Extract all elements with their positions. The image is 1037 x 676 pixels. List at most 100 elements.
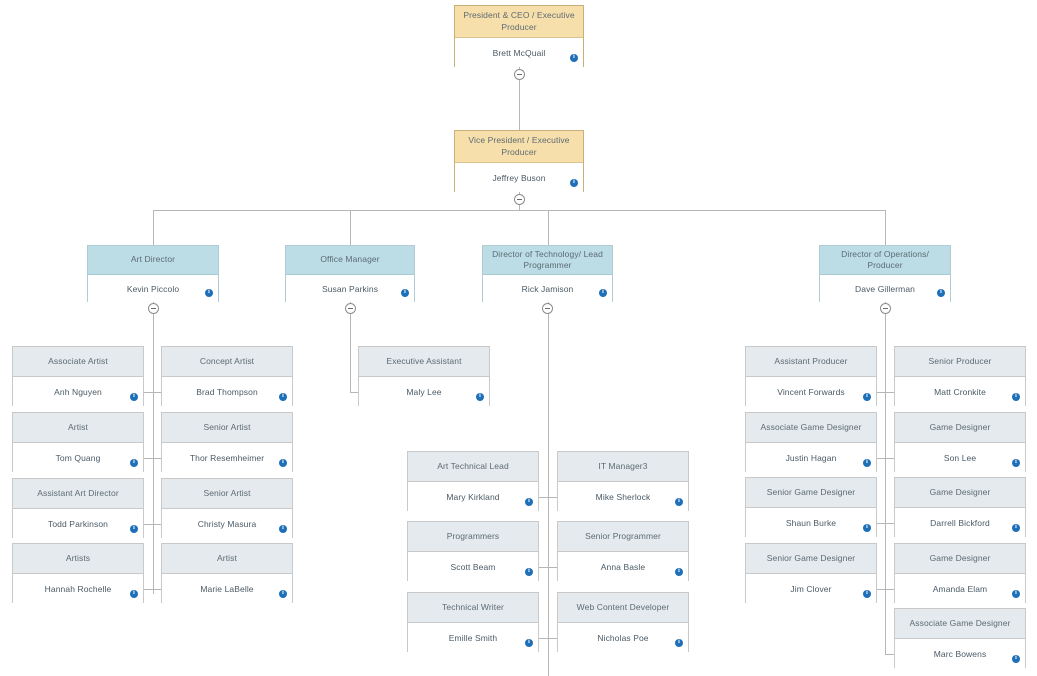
info-icon[interactable] — [675, 567, 683, 576]
connector-line — [548, 302, 549, 676]
collapse-toggle-minus-icon[interactable] — [148, 303, 159, 314]
info-icon[interactable] — [279, 524, 287, 533]
org-node-person: Mike Sherlock — [558, 482, 688, 511]
org-node-title: IT Manager3 — [558, 452, 688, 482]
info-icon[interactable] — [1012, 392, 1020, 401]
org-node-title: Office Manager — [286, 246, 414, 275]
org-node-title: Vice President / Executive Producer — [455, 131, 583, 163]
collapse-toggle-minus-icon[interactable] — [542, 303, 553, 314]
org-node-person: Nicholas Poe — [558, 623, 688, 652]
connector-line — [877, 523, 886, 524]
info-icon[interactable] — [1012, 458, 1020, 467]
collapse-toggle-minus-icon[interactable] — [514, 69, 525, 80]
info-icon[interactable] — [937, 288, 945, 297]
info-icon[interactable] — [130, 524, 138, 533]
org-node-person: Todd Parkinson — [13, 509, 143, 538]
info-icon[interactable] — [525, 638, 533, 647]
connector-line — [877, 589, 886, 590]
org-node-title: Art Director — [88, 246, 218, 275]
collapse-toggle-minus-icon[interactable] — [514, 194, 525, 205]
info-icon[interactable] — [279, 589, 287, 598]
info-icon[interactable] — [863, 523, 871, 532]
org-node-title: Assistant Producer — [746, 347, 876, 377]
org-node-person: Maly Lee — [359, 377, 489, 406]
info-icon[interactable] — [401, 288, 409, 297]
org-node-title: Game Designer — [895, 478, 1025, 508]
org-node-title: Associate Game Designer — [746, 413, 876, 443]
connector-line — [539, 497, 549, 498]
org-node-person: Justin Hagan — [746, 443, 876, 472]
info-icon[interactable] — [525, 497, 533, 506]
org-node-title: Programmers — [408, 522, 538, 552]
info-icon[interactable] — [863, 589, 871, 598]
info-icon[interactable] — [130, 458, 138, 467]
info-icon[interactable] — [130, 589, 138, 598]
info-icon[interactable] — [1012, 654, 1020, 663]
info-icon[interactable] — [1012, 523, 1020, 532]
org-node-title: Artist — [162, 544, 292, 574]
info-icon[interactable] — [525, 567, 533, 576]
info-icon[interactable] — [476, 392, 484, 401]
org-node-title: Senior Game Designer — [746, 544, 876, 574]
info-icon[interactable] — [205, 288, 213, 297]
connector-line — [539, 567, 549, 568]
connector-line — [144, 524, 154, 525]
connector-line — [144, 392, 154, 393]
info-icon[interactable] — [570, 53, 578, 62]
org-node-person: Tom Quang — [13, 443, 143, 472]
org-node-title: Senior Artist — [162, 413, 292, 443]
collapse-toggle-minus-icon[interactable] — [345, 303, 356, 314]
org-node-title: Associate Artist — [13, 347, 143, 377]
info-icon[interactable] — [675, 638, 683, 647]
info-icon[interactable] — [863, 458, 871, 467]
info-icon[interactable] — [570, 178, 578, 187]
connector-line — [539, 638, 549, 639]
info-icon[interactable] — [130, 392, 138, 401]
org-node-title: Art Technical Lead — [408, 452, 538, 482]
org-node-title: Artists — [13, 544, 143, 574]
info-icon[interactable] — [279, 458, 287, 467]
info-icon[interactable] — [599, 288, 607, 297]
info-icon[interactable] — [863, 392, 871, 401]
org-node-person: Christy Masura — [162, 509, 292, 538]
org-node-title: Senior Programmer — [558, 522, 688, 552]
info-icon[interactable] — [1012, 589, 1020, 598]
info-icon[interactable] — [279, 392, 287, 401]
info-icon[interactable] — [675, 497, 683, 506]
org-node-title: President & CEO / Executive Producer — [455, 6, 583, 38]
connector-line — [548, 210, 549, 245]
connector-line — [877, 458, 886, 459]
collapse-toggle-minus-icon[interactable] — [880, 303, 891, 314]
